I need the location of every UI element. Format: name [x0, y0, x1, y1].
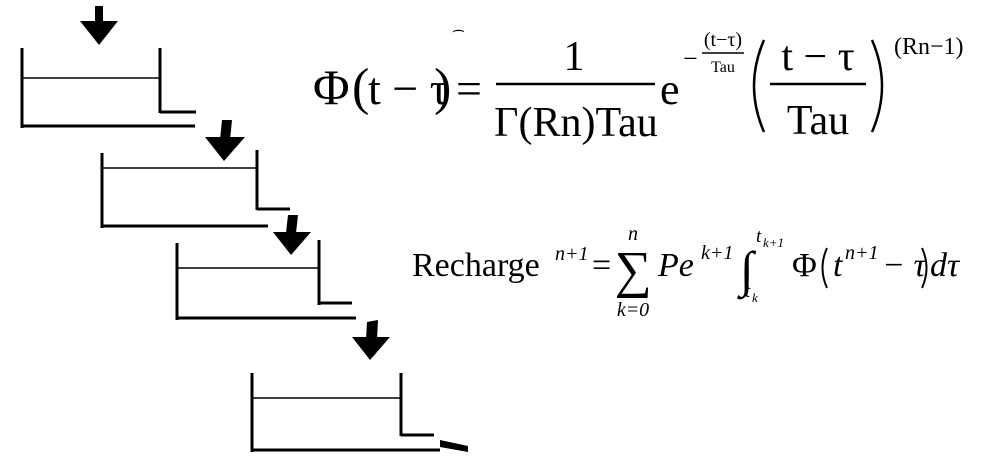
eq2-int-upper-sub: k+1	[763, 235, 784, 250]
eq1-denominator: Γ(Rn)Tau	[494, 100, 658, 146]
eq1-big-close-paren	[870, 39, 884, 133]
stray-mark: ͡	[452, 28, 465, 32]
eq2-arg-sup: n+1	[845, 242, 879, 264]
eq1-close-paren: )	[434, 59, 451, 116]
eq1-exp-minus: −	[683, 44, 698, 73]
eq1-numerator: 1	[564, 34, 585, 80]
eq1-open-paren: (	[352, 59, 369, 116]
eq2-open-paren	[821, 247, 828, 289]
eq2-sum-upper: n	[628, 223, 638, 245]
eq2-close-paren	[921, 247, 928, 289]
eq2-lhs-sup: n+1	[555, 243, 589, 265]
eq2-lhs: Recharge	[412, 247, 540, 284]
eq1-big-open-paren	[752, 39, 766, 133]
eq1-base-e: e	[660, 65, 680, 114]
recharge-equation: Recharge n+1 = n ∑ k=0 Pe k+1 ∫ t k+1 t …	[412, 223, 961, 321]
eq2-int-upper: t	[756, 226, 762, 247]
eq1-exp-numerator: (t−τ)	[704, 29, 742, 51]
eq2-sum-lower: k=0	[617, 299, 649, 321]
eq2-arg-t: t	[833, 247, 844, 284]
inflow-arrow-4	[352, 320, 390, 360]
eq1-args: t − τ	[368, 63, 448, 114]
inflow-arrow-2	[205, 120, 245, 161]
eq2-int-lower: t	[745, 281, 751, 302]
eq1-power: (Rn−1)	[894, 34, 964, 60]
eq1-exp-denominator: Tau	[711, 59, 735, 76]
eq1-frac-numerator: t − τ	[781, 34, 854, 80]
eq1-phi: Φ	[313, 59, 350, 115]
inflow-arrow-1	[80, 6, 118, 45]
eq2-sum-symbol: ∑	[614, 242, 651, 299]
reservoir-tank-1	[20, 48, 196, 128]
eq1-equals: =	[456, 63, 482, 114]
reservoir-tank-4	[250, 373, 468, 452]
eq2-term-sup: k+1	[701, 242, 733, 264]
eq2-dtau: dτ	[930, 247, 961, 284]
reservoir-tank-3	[175, 240, 356, 320]
eq2-term: Pe	[657, 247, 694, 284]
outflow-arrow	[440, 440, 468, 452]
inflow-arrow-3	[273, 215, 311, 255]
gamma-kernel-equation: Φ ( t − τ ) = 1 Γ(Rn)Tau e − (t−τ) Tau t…	[313, 29, 964, 146]
eq2-phi: Φ	[792, 247, 817, 284]
eq2-integral: ∫	[737, 241, 757, 300]
eq2-equals: =	[592, 247, 611, 284]
eq2-int-lower-sub: k	[752, 290, 758, 305]
eq2-arg-rest: − τ	[882, 247, 927, 284]
eq1-frac-denominator: Tau	[787, 98, 849, 144]
reservoir-tank-2	[100, 150, 290, 228]
